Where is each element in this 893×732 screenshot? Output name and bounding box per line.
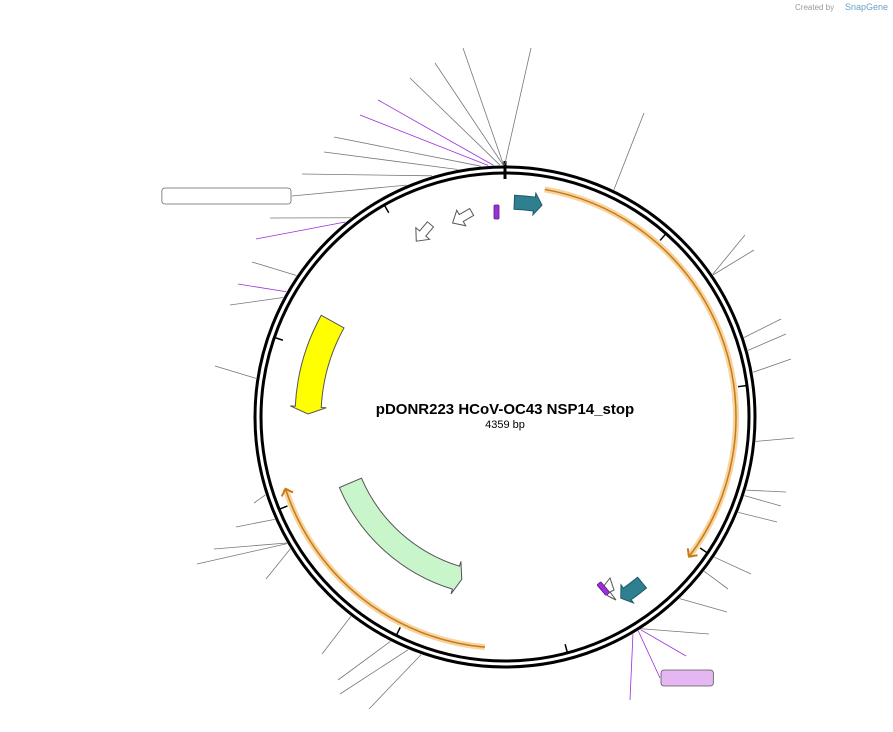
leader-line (637, 630, 661, 679)
terminator-arrow (451, 207, 475, 227)
orf-arc (544, 188, 737, 558)
smr-feature (338, 477, 463, 595)
leader-line (629, 634, 634, 701)
terminator-arrow (415, 221, 435, 242)
leader-line (255, 221, 346, 240)
tick-marks (275, 205, 747, 653)
leader-line (265, 548, 291, 580)
tick-mark (396, 627, 401, 635)
backbone (253, 161, 757, 669)
orf-arc (284, 488, 485, 648)
plasmid-title-block: pDONR223 HCoV-OC43 NSP14_stop 4359 bp (376, 401, 634, 431)
leader-line (339, 649, 409, 695)
leader-line (333, 136, 481, 167)
orf-arrowhead (280, 487, 294, 497)
leader-line (291, 184, 407, 197)
primer-marker (596, 581, 610, 596)
leader-line (755, 437, 795, 442)
leader-line (301, 173, 432, 177)
m13-rev-box (660, 669, 714, 687)
leader-line (712, 234, 746, 275)
orf-highlight (544, 186, 739, 559)
plasmid-name: pDONR223 HCoV-OC43 NSP14_stop (376, 401, 634, 418)
leader-line (743, 318, 782, 338)
feature-label-box (161, 187, 292, 205)
leader-line (703, 571, 729, 590)
leader-line (679, 598, 728, 613)
leader-line (368, 654, 422, 710)
orf-arrowhead (686, 548, 698, 558)
attL1-feature (513, 191, 543, 217)
leader-line (613, 112, 645, 190)
tick-mark (699, 547, 708, 554)
leader-line (712, 249, 755, 276)
leader-line (744, 495, 782, 507)
tick-mark (564, 643, 568, 653)
leader-line (714, 556, 752, 575)
site-labels (161, 47, 795, 710)
leader-line (323, 151, 458, 170)
leader-line (235, 518, 275, 528)
features (280, 186, 739, 651)
credit-text: Created by (795, 3, 834, 12)
leader-line (196, 543, 288, 565)
tick-mark (737, 384, 747, 388)
t7-promoter-feature (602, 576, 617, 601)
leader-line (462, 47, 504, 166)
leader-line (434, 62, 504, 166)
attL2-feature (620, 576, 648, 604)
leader-line (321, 616, 352, 655)
leader-line (641, 628, 710, 635)
leader-line (747, 333, 787, 351)
tick-mark (384, 205, 390, 214)
leader-line (251, 261, 297, 276)
leader-line (738, 511, 778, 523)
snapgene-credit: Created by SnapGene (795, 2, 888, 12)
leader-line (359, 114, 489, 166)
m13-fwd-primer (493, 204, 500, 220)
leader-line (746, 489, 787, 493)
ori-feature (290, 314, 345, 415)
tick-mark (279, 505, 288, 510)
leader-line (752, 358, 792, 373)
leader-line (214, 365, 257, 379)
leader-line (253, 494, 266, 504)
snapgene-logo: SnapGene (845, 2, 888, 12)
leader-line (337, 641, 391, 681)
plasmid-size: 4359 bp (485, 419, 525, 431)
leader-line (213, 542, 287, 550)
leader-line (504, 47, 532, 166)
leader-line (237, 283, 287, 293)
tick-mark (275, 336, 284, 341)
leader-line (377, 99, 494, 166)
leader-line (229, 297, 284, 306)
tick-mark (659, 233, 666, 241)
leader-line (409, 77, 501, 166)
leader-line (640, 629, 687, 657)
